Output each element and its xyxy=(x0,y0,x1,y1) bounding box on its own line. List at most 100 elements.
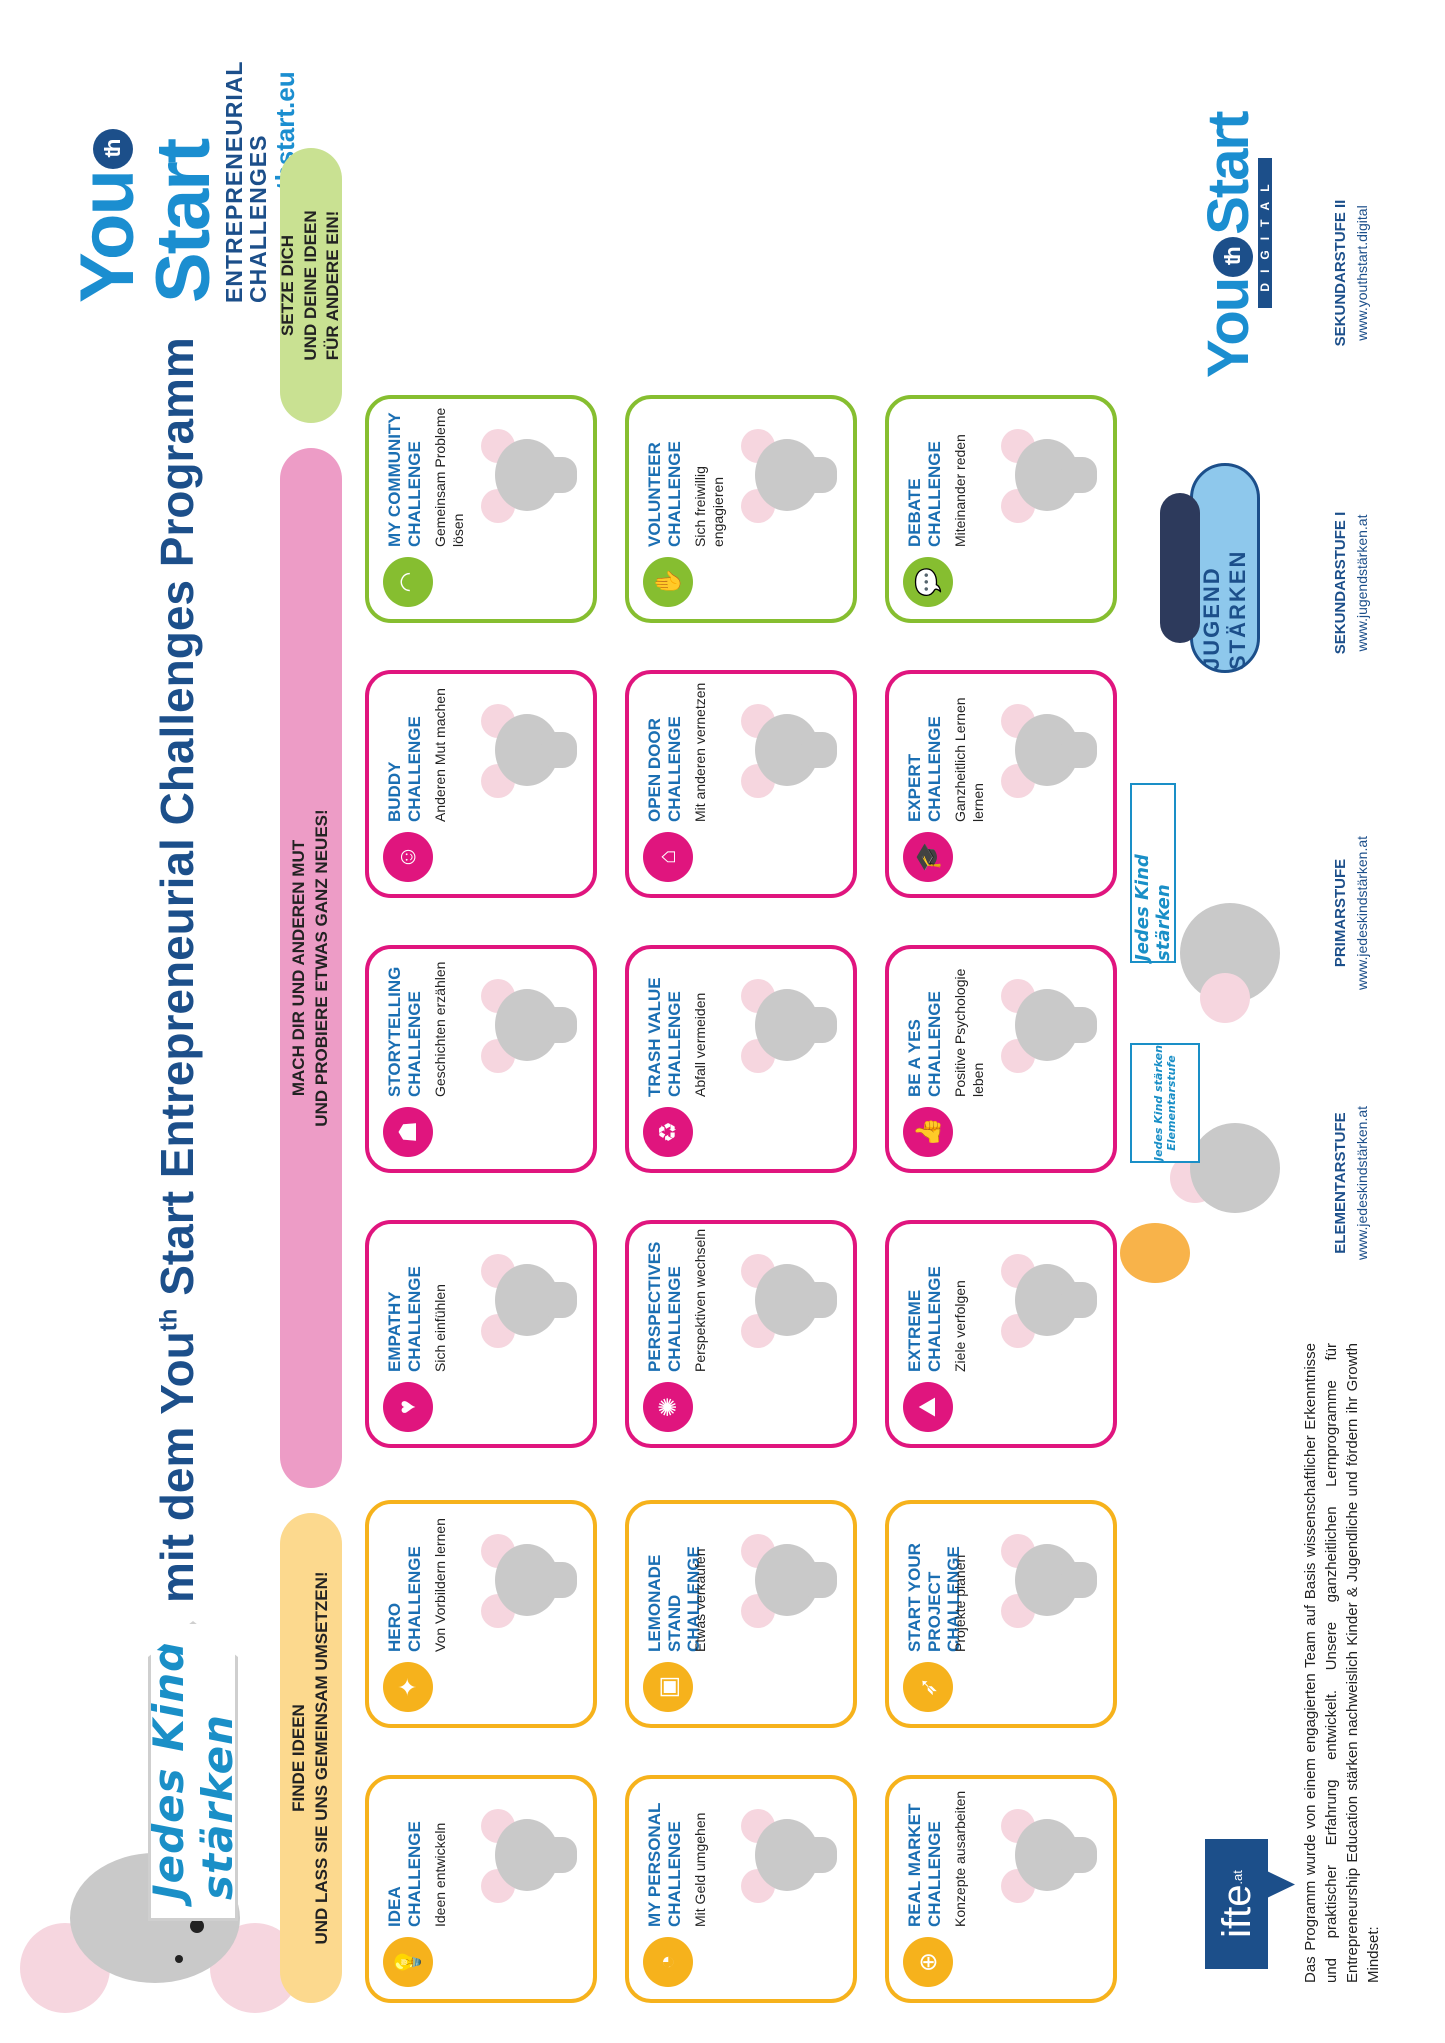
level-sekundarstufe-1: SEKUNDARSTUFE I www.jugendstärken.at xyxy=(1330,463,1372,703)
logo-subtitle-2: CHALLENGES xyxy=(245,134,272,303)
challenge-description: Abfall vermeiden xyxy=(692,992,708,1097)
level-url[interactable]: www.youthstart.digital xyxy=(1353,205,1370,341)
challenge-title: EMPATHY CHALLENGE xyxy=(385,1266,424,1372)
challenge-card[interactable]: ◔ MY PERSONAL CHALLENGE Mit Geld umgehen xyxy=(625,1775,857,2003)
title-prefix: mit dem You xyxy=(151,1331,203,1603)
market-icon: ⊕ xyxy=(903,1937,953,1987)
mouse-illustration xyxy=(991,1518,1101,1638)
challenge-description: Positive Psychologie leben xyxy=(952,968,987,1097)
challenge-description: Anderen Mut machen xyxy=(432,688,448,822)
piggy-bank-icon: ◔ xyxy=(643,1937,693,1987)
primar-sign: Jedes Kind stärken xyxy=(1130,783,1176,963)
page-title: mit dem Youth Start Entrepreneurial Chal… xyxy=(150,337,204,1603)
challenge-description: Sich freiwillig engagieren xyxy=(692,466,727,547)
mouse-illustration xyxy=(471,413,581,533)
level-name: SEKUNDARSTUFE I xyxy=(1332,511,1349,655)
challenge-card[interactable]: ☺ BUDDY CHALLENGE Anderen Mut machen xyxy=(365,670,597,898)
stage-icon: ☗ xyxy=(383,1107,433,1157)
mouse-illustration xyxy=(991,1238,1101,1358)
balloon-icon xyxy=(1120,1223,1190,1283)
primar-sign-text: Jedes Kind stärken xyxy=(1132,854,1174,961)
challenge-description: Etwas verkaufen xyxy=(692,1548,708,1653)
challenge-description: Ziele verfolgen xyxy=(952,1280,968,1372)
medal-icon: ✦ xyxy=(383,1662,433,1712)
title-suffix: Start Entrepreneurial Challenges Program… xyxy=(151,337,203,1309)
mouse-illustration xyxy=(471,963,581,1083)
challenge-title: BUDDY CHALLENGE xyxy=(385,716,424,822)
mouse-illustration xyxy=(731,1518,841,1638)
level-sekundarstufe-2: SEKUNDARSTUFE II www.youthstart.digital xyxy=(1330,153,1372,393)
title-sup: th xyxy=(155,1308,183,1332)
challenge-card[interactable]: ♻ TRASH VALUE CHALLENGE Abfall vermeiden xyxy=(625,945,857,1173)
primar-mouse-ear xyxy=(1200,973,1250,1023)
challenge-title: BE A YES CHALLENGE xyxy=(905,991,944,1097)
challenge-description: Miteinander reden xyxy=(952,434,968,547)
heart-icon: ♥ xyxy=(383,1382,433,1432)
challenge-card[interactable]: 💬 DEBATE CHALLENGE Miteinander reden xyxy=(885,395,1117,623)
section-header-ideas: FINDE IDEEN UND LASS SIE UNS GEMEINSAM U… xyxy=(280,1513,342,2003)
challenge-title: MY PERSONAL CHALLENGE xyxy=(645,1802,684,1927)
challenge-description: Projekte planen xyxy=(952,1554,968,1652)
graduation-cap-icon: 🎓 xyxy=(903,832,953,882)
community-icon: ◠ xyxy=(383,557,433,607)
challenge-description: Mit anderen vernetzen xyxy=(692,682,708,822)
challenge-title: DEBATE CHALLENGE xyxy=(905,441,944,547)
level-url[interactable]: www.jedeskindstärken.at xyxy=(1353,1105,1370,1261)
ifte-logo-text: ifte xyxy=(1214,1884,1259,1938)
mouse-illustration xyxy=(731,1793,841,1913)
elementar-mouse xyxy=(1190,1123,1280,1213)
mouse-illustration xyxy=(471,1793,581,1913)
rocket-icon: ➶ xyxy=(903,1662,953,1712)
house-icon: ⌂ xyxy=(643,832,693,882)
recycle-icon: ♻ xyxy=(643,1107,693,1157)
elementar-sign-line2: Elementarstufe xyxy=(1165,1055,1178,1151)
jedes-kind-staerken-sign: Jedes Kind stärken xyxy=(148,1621,238,1921)
challenge-description: Geschichten erzählen xyxy=(432,961,448,1097)
challenge-card[interactable]: ⌂ OPEN DOOR CHALLENGE Mit anderen vernetze… xyxy=(625,670,857,898)
mouse-illustration xyxy=(991,688,1101,808)
digital-logo-tag: DIGITAL xyxy=(1258,158,1272,308)
challenge-description: Sich einfühlen xyxy=(432,1284,448,1372)
challenge-title: REAL MARKET CHALLENGE xyxy=(905,1803,944,1927)
mouse-illustration xyxy=(731,413,841,533)
speech-bubbles-icon: 💬 xyxy=(903,557,953,607)
challenge-description: Mit Geld umgehen xyxy=(692,1812,708,1927)
level-name: ELEMENTARSTUFE xyxy=(1332,1112,1349,1254)
mouse-illustration xyxy=(471,1518,581,1638)
challenge-card[interactable]: ♥ EMPATHY CHALLENGE Sich einfühlen xyxy=(365,1220,597,1448)
challenge-title: OPEN DOOR CHALLENGE xyxy=(645,716,684,822)
challenge-description: Perspektiven wechseln xyxy=(692,1228,708,1372)
challenge-description: Von Vorbildern lernen xyxy=(432,1518,448,1652)
lightbulb-icon: 💡 xyxy=(383,1937,433,1987)
challenge-title: TRASH VALUE CHALLENGE xyxy=(645,977,684,1097)
mouse-illustration xyxy=(731,963,841,1083)
youthstart-digital-logo: YouthStart DIGITAL xyxy=(1196,113,1272,378)
level-name: PRIMARSTUFE xyxy=(1332,858,1349,968)
challenge-title: PERSPECTIVES CHALLENGE xyxy=(645,1241,684,1372)
challenge-description: Gemeinsam Probleme lösen xyxy=(432,407,467,547)
elementar-sign: Jedes Kind stärken Elementarstufe xyxy=(1130,1043,1200,1163)
level-primarstufe: PRIMARSTUFE www.jedeskindstärken.at xyxy=(1330,793,1372,1033)
mouse-illustration xyxy=(731,688,841,808)
level-url[interactable]: www.jedeskindstärken.at xyxy=(1353,835,1370,991)
digital-logo-start: Start xyxy=(1196,112,1261,235)
buddy-icon: ☺ xyxy=(383,832,433,882)
challenge-title: MY COMMUNITY CHALLENGE xyxy=(385,412,424,547)
level-url[interactable]: www.jugendstärken.at xyxy=(1353,514,1370,652)
challenge-title: EXTREME CHALLENGE xyxy=(905,1266,944,1372)
challenge-title: EXPERT CHALLENGE xyxy=(905,716,944,822)
program-note: Das Programm wurde von einem engagierten… xyxy=(1302,1343,1382,1983)
